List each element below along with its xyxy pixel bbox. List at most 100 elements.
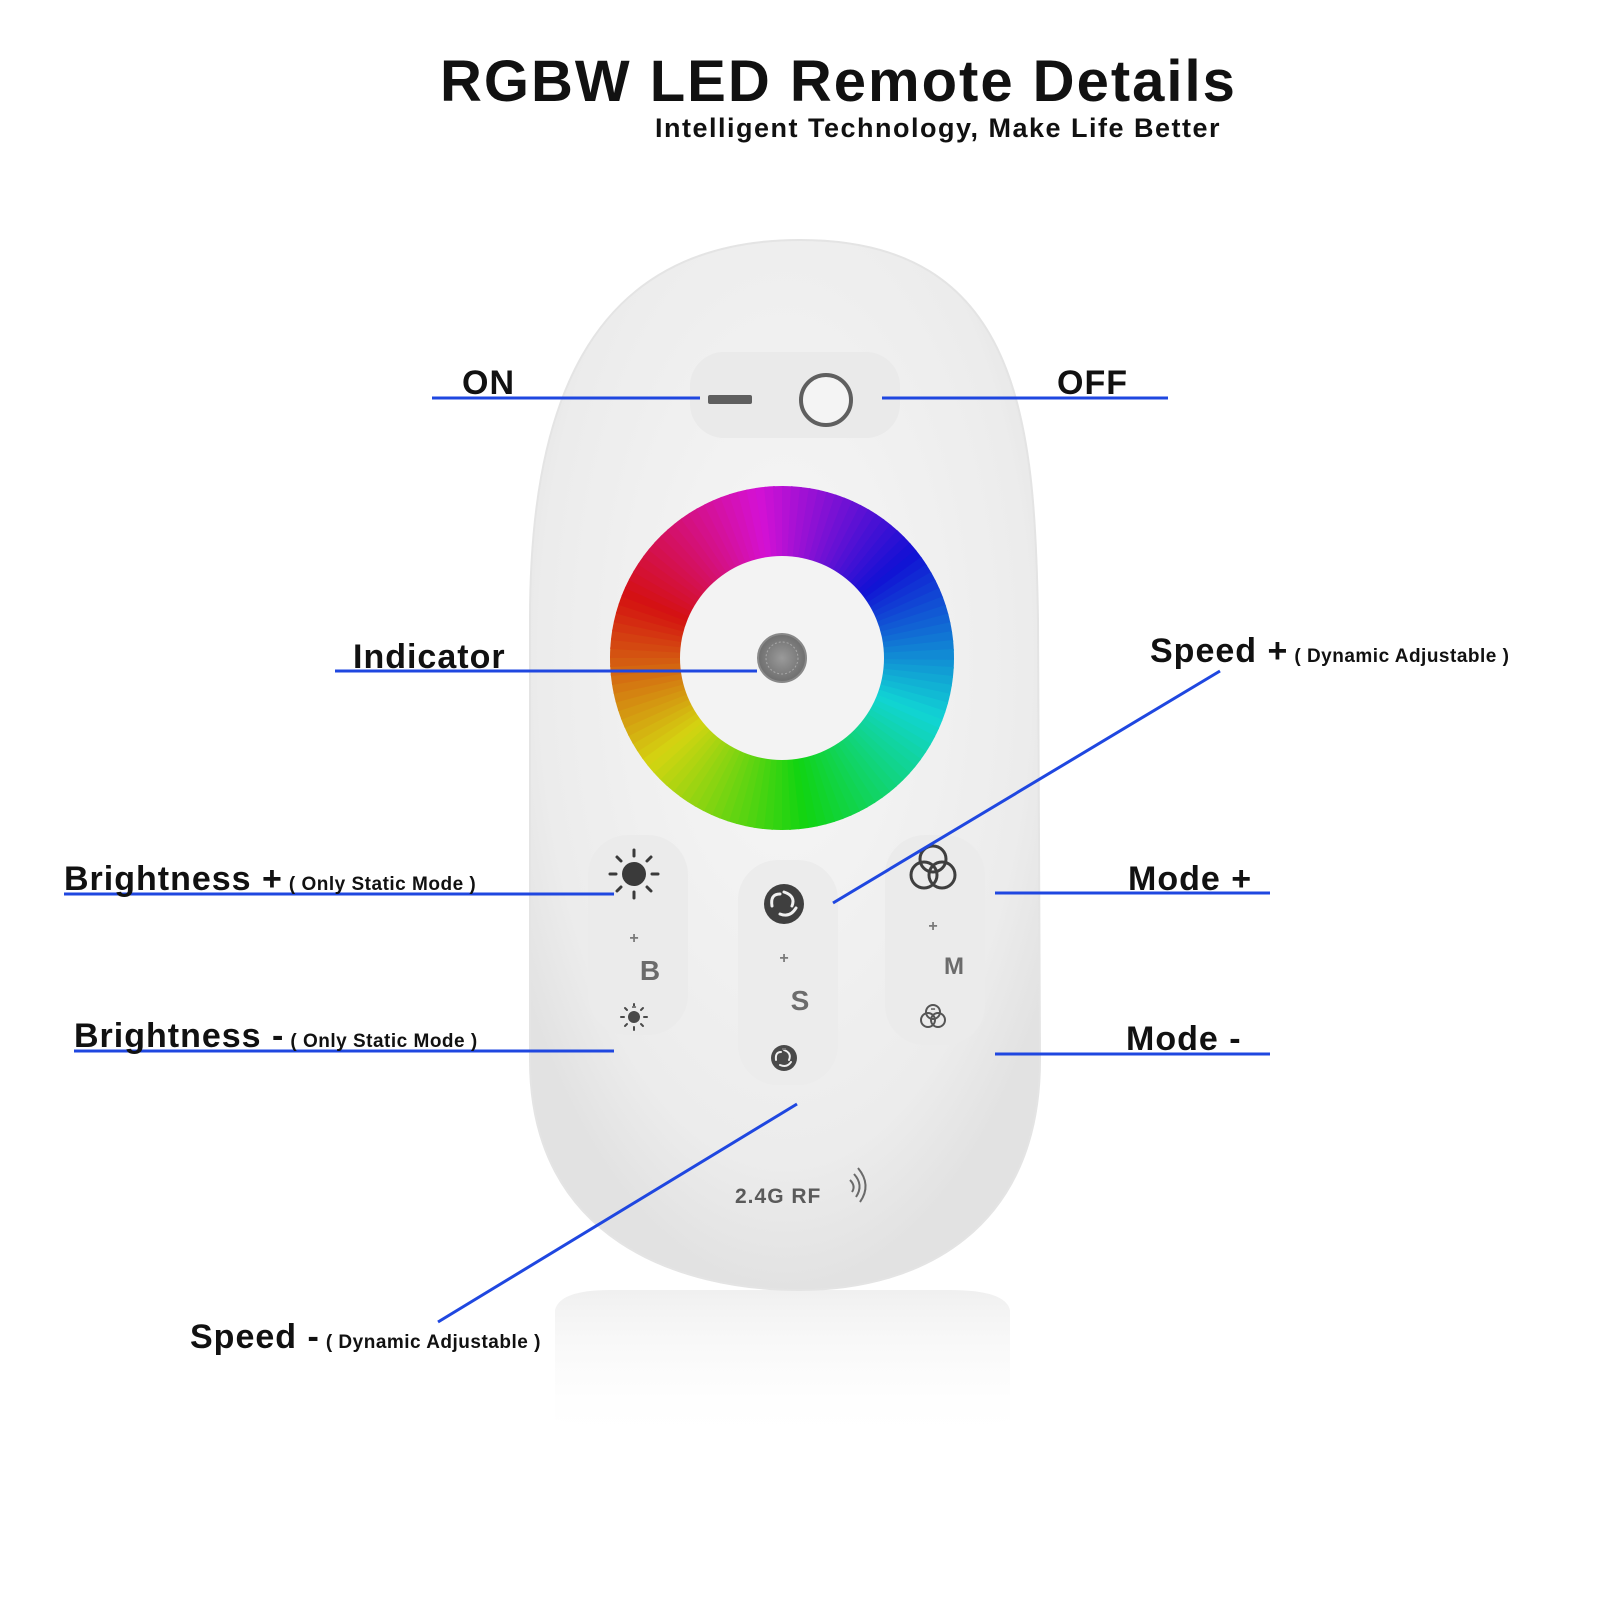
color-wheel-segment xyxy=(835,738,884,804)
remote-reflection xyxy=(555,1290,1010,1445)
color-wheel-segment xyxy=(873,588,944,624)
color-wheel-segment xyxy=(672,735,724,798)
label-mode-plus: Mode + xyxy=(1128,860,1253,898)
color-wheel-segment xyxy=(613,677,686,703)
color-wheel-segment xyxy=(817,497,854,568)
color-wheel-segment xyxy=(615,682,687,712)
brightness-minus-button[interactable] xyxy=(620,1003,648,1031)
color-wheel-segment xyxy=(620,692,691,728)
swirl-large-icon xyxy=(764,884,804,924)
label-brightness-minus: Brightness -( Only Static Mode ) xyxy=(74,1017,478,1056)
color-wheel-segment xyxy=(827,504,870,572)
color-wheel-segment xyxy=(816,749,852,820)
color-wheel-segment xyxy=(852,536,912,592)
color-wheel-segment xyxy=(624,578,694,618)
brightness-minus-title: Brightness - xyxy=(74,1017,285,1055)
color-wheel-segment xyxy=(624,697,693,737)
color-wheel-segment xyxy=(807,491,837,564)
color-wheel-segment xyxy=(792,486,811,560)
color-wheel-segment xyxy=(647,720,708,774)
on-button[interactable] xyxy=(708,395,752,404)
color-wheel-segment xyxy=(703,500,743,569)
mode-column xyxy=(885,835,985,1045)
color-wheel-segment xyxy=(862,556,928,605)
speed-plus-button[interactable] xyxy=(764,884,804,924)
color-wheel-segment xyxy=(865,564,932,609)
speed-letter: S xyxy=(790,985,810,1016)
sun-small-icon xyxy=(628,1011,640,1023)
color-wheel-segment xyxy=(840,518,892,581)
power-recess xyxy=(690,352,900,438)
color-wheel-segment xyxy=(848,530,905,589)
color-wheel-segment xyxy=(633,562,699,608)
label-indicator: Indicator xyxy=(353,638,506,676)
brightness-plus-button[interactable] xyxy=(608,848,660,900)
color-wheel-segment xyxy=(821,747,861,816)
mode-circles-small-icon xyxy=(925,1004,941,1020)
color-wheel-segment xyxy=(659,727,716,786)
color-wheel-segment xyxy=(673,517,725,581)
color-wheel-segment xyxy=(859,549,923,601)
mode-plus-button[interactable] xyxy=(909,844,957,890)
page-subtitle: Intelligent Technology, Make Life Better xyxy=(655,113,1222,143)
color-wheel-segment xyxy=(878,678,951,705)
color-wheel-segment xyxy=(851,724,910,781)
color-wheel-segment xyxy=(844,732,898,793)
off-button[interactable] xyxy=(799,373,853,427)
color-wheel-segment xyxy=(637,555,702,604)
color-wheel-segment xyxy=(679,738,728,803)
color-wheel-segment xyxy=(686,741,732,807)
color-wheel-segment xyxy=(876,683,949,713)
label-brightness-plus: Brightness +( Only Static Mode ) xyxy=(64,860,476,899)
color-wheel-segment xyxy=(780,757,792,830)
color-wheel-segment xyxy=(878,613,951,639)
speed-column xyxy=(738,860,838,1085)
speed-plus-sign: + xyxy=(779,950,789,967)
brightness-letter: B xyxy=(639,955,661,986)
color-wheel-segment xyxy=(881,648,954,660)
brightness-plus-title: Brightness + xyxy=(64,860,283,898)
color-wheel-segment xyxy=(632,707,699,752)
mode-plus-sign: + xyxy=(928,918,938,935)
label-speed-plus: Speed +( Dynamic Adjustable ) xyxy=(1150,632,1509,671)
signal-waves-icon xyxy=(849,1167,867,1203)
color-wheel-segment xyxy=(836,513,885,578)
color-wheel-segment xyxy=(832,509,878,575)
color-wheel-segment xyxy=(868,572,937,614)
color-wheel-segment xyxy=(718,750,752,822)
brightness-column xyxy=(588,835,688,1035)
color-wheel-segment xyxy=(621,586,692,623)
color-wheel-segment xyxy=(797,488,820,561)
color-wheel-segment xyxy=(844,524,899,585)
color-wheel-segment xyxy=(826,744,868,813)
color-wheel-segment xyxy=(868,703,936,746)
color-wheel-segment xyxy=(772,486,784,559)
color-wheel-segment xyxy=(880,631,954,649)
brightness-minus-note: ( Only Static Mode ) xyxy=(290,1031,478,1052)
color-wheel-segment xyxy=(737,489,763,562)
color-wheel-segment xyxy=(710,748,747,819)
color-wheel-segment xyxy=(642,548,705,600)
color-wheel-segment xyxy=(879,673,952,696)
color-wheel-segment xyxy=(812,494,846,566)
speed-minus-sign: - xyxy=(781,1040,787,1057)
color-wheel-segment xyxy=(665,731,720,792)
color-wheel[interactable] xyxy=(610,486,954,830)
brightness-minus-sign: - xyxy=(631,998,637,1015)
color-wheel-segment xyxy=(859,716,922,768)
color-wheel-segment xyxy=(728,491,758,563)
mode-minus-button[interactable] xyxy=(920,1004,946,1028)
color-wheel-segment xyxy=(848,728,904,788)
color-wheel-segment xyxy=(879,622,953,644)
leader-speed-plus xyxy=(832,669,1221,905)
color-wheel-segment xyxy=(746,487,768,561)
color-wheel-segment xyxy=(627,702,696,744)
color-wheel-segment xyxy=(712,496,748,567)
speed-minus-note: ( Dynamic Adjustable ) xyxy=(325,1332,541,1353)
color-wheel-segment xyxy=(877,604,949,634)
speed-minus-button[interactable] xyxy=(771,1045,797,1071)
brightness-plus-note: ( Only Static Mode ) xyxy=(288,874,477,895)
color-wheel-segment xyxy=(791,756,809,830)
color-wheel-segment xyxy=(694,744,737,812)
